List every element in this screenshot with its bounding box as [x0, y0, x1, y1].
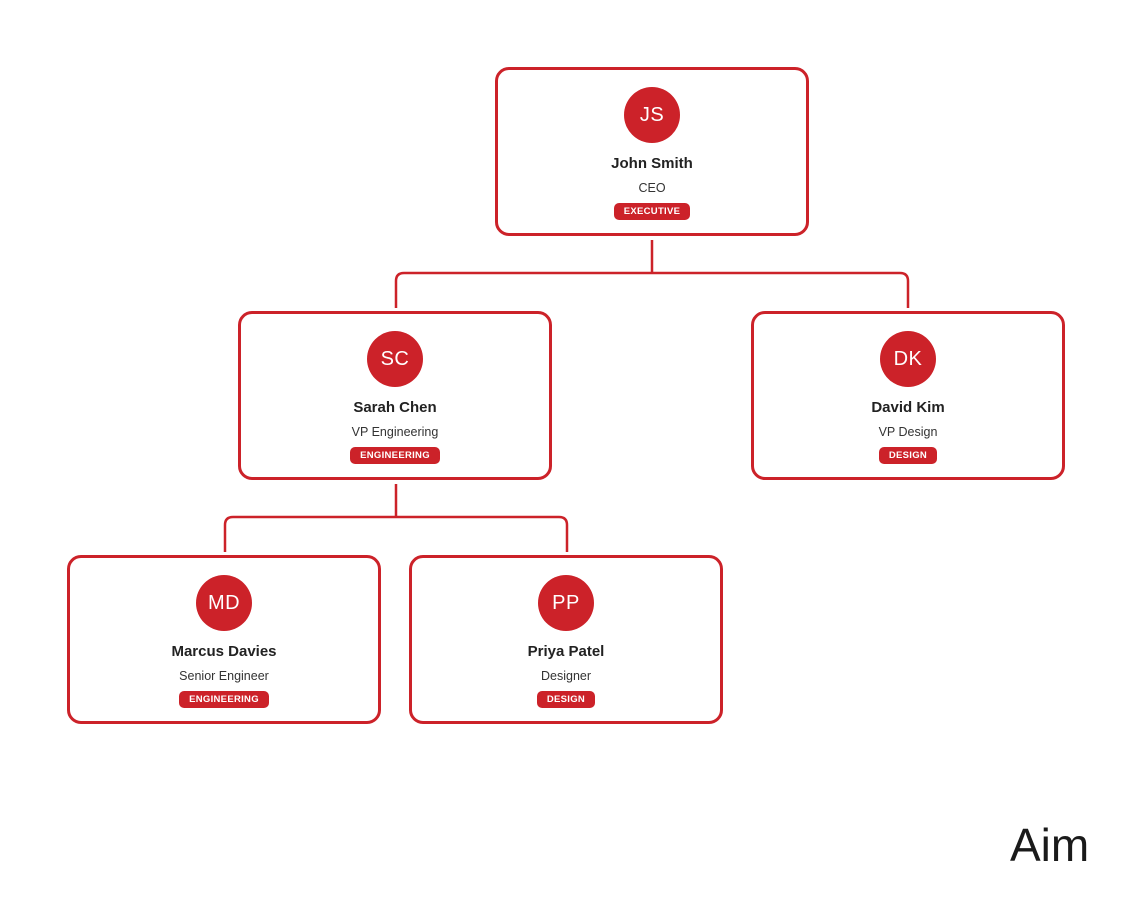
- department-badge: ENGINEERING: [350, 447, 440, 464]
- person-name: Marcus Davies: [171, 643, 277, 660]
- connector-john-to-reports: [394, 240, 910, 308]
- brand-logo: Aim: [1010, 819, 1090, 871]
- person-role: VP Design: [878, 425, 938, 439]
- person-name: Priya Patel: [527, 643, 605, 660]
- person-role: Designer: [540, 669, 592, 683]
- department-badge: EXECUTIVE: [613, 203, 691, 220]
- avatar: MD: [196, 575, 252, 631]
- avatar: PP: [538, 575, 594, 631]
- person-role: VP Engineering: [351, 425, 439, 439]
- connector-sarah-to-reports: [223, 484, 569, 552]
- org-card-marcus-davies[interactable]: MD Marcus Davies Senior Engineer ENGINEE…: [67, 555, 381, 724]
- department-badge: DESIGN: [536, 691, 596, 708]
- avatar: SC: [367, 331, 423, 387]
- person-name: John Smith: [611, 155, 693, 172]
- person-role: Senior Engineer: [179, 669, 269, 683]
- avatar: DK: [880, 331, 936, 387]
- person-role: CEO: [638, 181, 666, 195]
- avatar: JS: [624, 87, 680, 143]
- org-card-priya-patel[interactable]: PP Priya Patel Designer DESIGN: [409, 555, 723, 724]
- department-badge: ENGINEERING: [179, 691, 269, 708]
- department-badge: DESIGN: [878, 447, 938, 464]
- person-name: David Kim: [871, 399, 945, 416]
- person-name: Sarah Chen: [353, 399, 437, 416]
- org-card-david-kim[interactable]: DK David Kim VP Design DESIGN: [751, 311, 1065, 480]
- org-card-sarah-chen[interactable]: SC Sarah Chen VP Engineering ENGINEERING: [238, 311, 552, 480]
- org-card-john-smith[interactable]: JS John Smith CEO EXECUTIVE: [495, 67, 809, 236]
